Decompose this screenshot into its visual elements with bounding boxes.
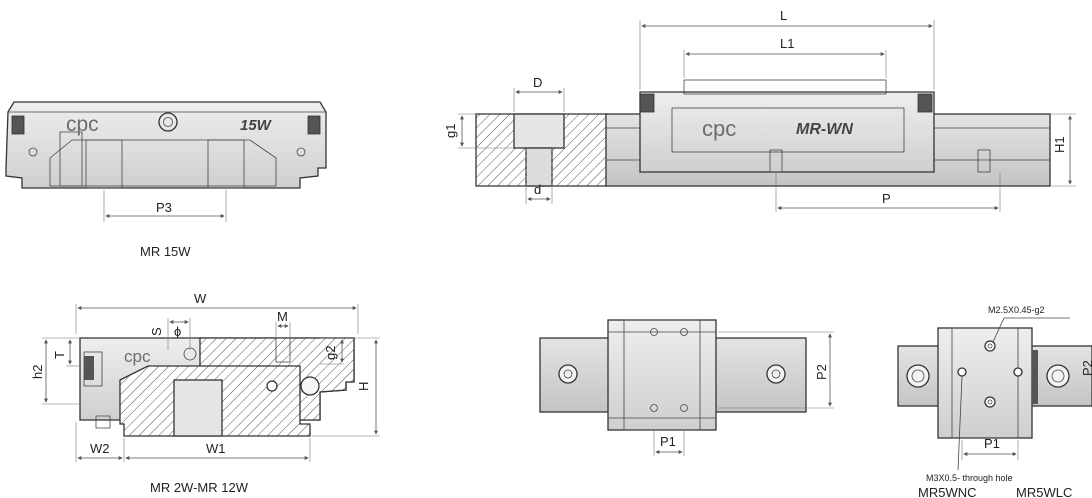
plan-mid-dim-p2: P2: [814, 364, 829, 380]
grease-nipple-icon: [158, 112, 178, 132]
dim-w2: W2: [90, 441, 110, 456]
dim-d-upper: D: [533, 75, 542, 90]
dim-m: M: [277, 309, 288, 324]
dim-p3: P3: [156, 200, 172, 215]
through-hole-icon: [957, 367, 967, 377]
brand-logo: cpc: [66, 113, 99, 136]
rail-hole-left-icon: [558, 364, 578, 384]
view-plan-mid: P2 P1: [539, 319, 834, 456]
plan-right-dim-p1: P1: [984, 436, 1000, 451]
brand-logo-side: cpc: [702, 116, 736, 141]
dim-g1: g1: [443, 124, 458, 138]
label-mr5wlc: MR5WLC: [1016, 485, 1072, 498]
dim-h1: H1: [1052, 136, 1067, 153]
caption-mr2w-12w: MR 2W-MR 12W: [150, 480, 249, 495]
dim-d-lower: d: [534, 182, 541, 197]
plan-mid-dim-p1: P1: [660, 434, 676, 449]
ball-right-icon: [300, 376, 320, 396]
view-plan-right: M2.5X0.45-g2 M3X0.5- through hole P1 P2 …: [897, 305, 1092, 498]
dim-g2: g2: [323, 346, 338, 360]
tap-hole-bottom-icon: [984, 396, 996, 408]
dim-l1: L1: [780, 36, 794, 51]
dim-h: H: [356, 382, 371, 391]
side-model-label: MR-WN: [796, 121, 853, 138]
seal-left-icon: [11, 115, 25, 135]
dim-phi: ϕ: [174, 324, 181, 339]
rail-right-hole-left-icon: [906, 364, 930, 388]
label-mr5wnc: MR5WNC: [918, 485, 977, 498]
bolt-hole-left-icon: [28, 147, 38, 157]
dim-l: L: [780, 8, 787, 23]
dim-t: T: [52, 351, 67, 359]
plan-right-dim-p2: P2: [1080, 360, 1092, 376]
note-tap-hole: M2.5X0.45-g2: [988, 305, 1045, 315]
dim-w1: W1: [206, 441, 226, 456]
seal-right-icon: [307, 115, 321, 135]
view-mr2w-12w: cpc W S ϕ M h2 T g2 H: [30, 291, 380, 495]
side-seal-left-icon: [639, 93, 655, 113]
note-through-hole: M3X0.5- through hole: [926, 473, 1013, 483]
rail-hole-right-icon: [766, 364, 786, 384]
dim-h2: h2: [30, 365, 45, 379]
bolt-hole-right-icon: [296, 147, 306, 157]
rail-right-hole-right-icon: [1046, 364, 1070, 388]
view-mr15w: cpc 15W P3 MR 15W: [5, 101, 327, 259]
model-badge: 15W: [240, 117, 273, 134]
dim-s: S: [149, 327, 164, 336]
ball-left-icon: [266, 380, 278, 392]
dim-p: P: [882, 191, 891, 206]
dim-w: W: [194, 291, 207, 306]
tap-hole-top-icon: [984, 340, 996, 352]
side-seal-right-icon: [917, 93, 933, 113]
caption-mr15w: MR 15W: [140, 244, 191, 259]
brand-logo-small: cpc: [124, 347, 151, 366]
view-side-mr-wn: cpc MR-WN L L1 D g1 d H1 P: [443, 8, 1076, 212]
